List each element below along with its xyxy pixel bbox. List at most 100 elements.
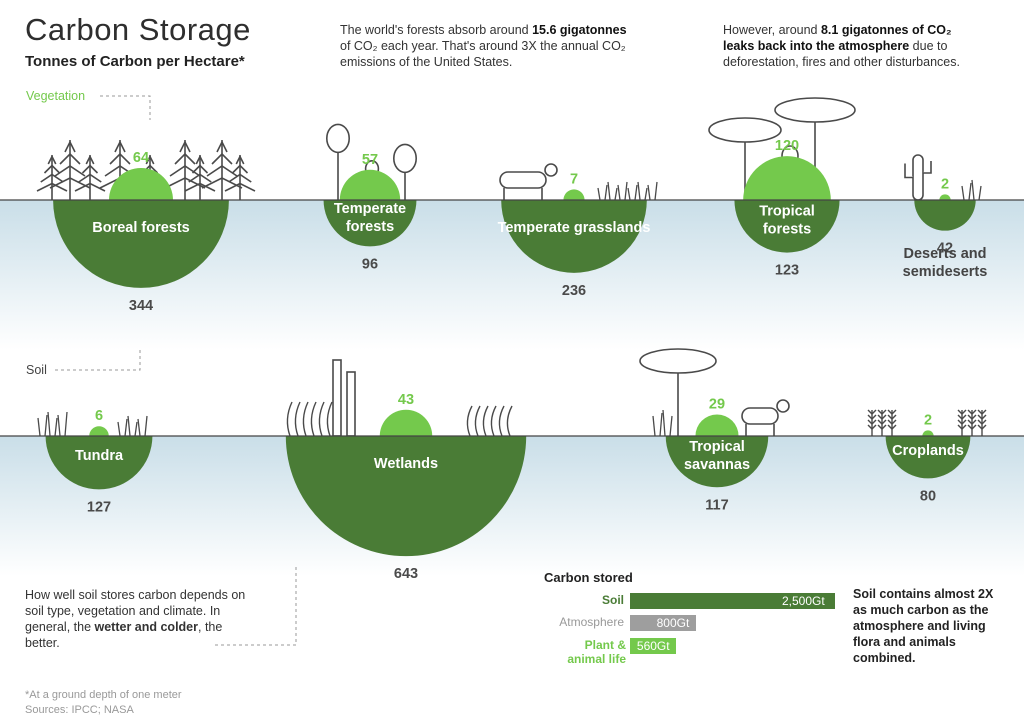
cattail-icon bbox=[332, 359, 342, 437]
temperate-forests-label: Temperate bbox=[334, 201, 406, 217]
intro-forests-absorb: The world's forests absorb around 15.6 g… bbox=[340, 22, 670, 70]
page-subtitle: Tonnes of Carbon per Hectare* bbox=[25, 53, 245, 70]
intro-right-bold1: 8.1 gigatonnes of CO₂ bbox=[820, 23, 952, 37]
pine-tree-icon bbox=[224, 154, 256, 200]
legend-vegetation-leader bbox=[100, 95, 151, 120]
carbon-stored-plant-animal-life-bar bbox=[630, 638, 676, 654]
temperate-forests-label: forests bbox=[346, 219, 394, 235]
pine-tree-icon bbox=[36, 154, 68, 200]
tropical-forests-label: Tropical bbox=[759, 204, 815, 220]
deserts-and-semideserts-vegetation-mark bbox=[939, 194, 951, 200]
pine-tree-icon bbox=[201, 140, 243, 200]
tropical-forests-soil-value: 123 bbox=[775, 263, 799, 279]
deserts-and-semideserts-vegetation-value: 2 bbox=[941, 176, 949, 192]
wheat-icon bbox=[957, 409, 967, 436]
intro-left-line2: of CO₂ each year. That's around 3X the a… bbox=[340, 39, 626, 53]
tropical-savannas-soil-value: 117 bbox=[705, 497, 728, 513]
intro-right-post: due to bbox=[909, 39, 948, 53]
tropical-forests-vegetation-value: 120 bbox=[775, 138, 799, 154]
legend-soil-leader bbox=[55, 350, 141, 371]
tropical-forests-soil-mark bbox=[734, 200, 840, 253]
tundra-vegetation-mark bbox=[89, 426, 109, 436]
wetlands-vegetation-value: 43 bbox=[398, 392, 414, 408]
grass-icon bbox=[961, 179, 982, 201]
temperate-grasslands-soil-value: 236 bbox=[562, 283, 586, 299]
wetlands-label: Wetlands bbox=[374, 456, 438, 472]
carbon-stored-soil-bar bbox=[630, 593, 835, 609]
wetlands-soil-value: 643 bbox=[394, 566, 418, 582]
carbon-stored-title: Carbon stored bbox=[544, 570, 633, 585]
temperate-grasslands-vegetation-mark bbox=[563, 189, 585, 200]
temperate-forests-vegetation-value: 57 bbox=[362, 152, 378, 168]
carbon-stored-atmosphere-value: 800Gt bbox=[656, 616, 690, 630]
tundra-soil-mark bbox=[45, 436, 153, 490]
carbon-stored-atmosphere-bar bbox=[630, 615, 696, 631]
tropical-forests-label: forests bbox=[763, 222, 811, 238]
soil-note: How well soil stores carbon depends on s… bbox=[25, 587, 255, 651]
croplands-label: Croplands bbox=[892, 443, 964, 459]
croplands-vegetation-value: 2 bbox=[924, 412, 932, 428]
wheat-icon bbox=[967, 409, 977, 436]
cattail-icon bbox=[346, 371, 356, 437]
intro-right-line3: deforestation, fires and other disturban… bbox=[723, 55, 960, 69]
intro-left-pre: The world's forests absorb around bbox=[340, 23, 533, 37]
temperate-forests-soil-mark bbox=[323, 200, 417, 247]
temperate-grasslands-vegetation-value: 7 bbox=[570, 171, 578, 187]
temperate-grasslands-soil-mark bbox=[501, 200, 647, 273]
tropical-savannas-vegetation-mark bbox=[695, 414, 739, 436]
reed-icon bbox=[466, 405, 513, 437]
temperate-forests-vegetation-mark bbox=[339, 169, 401, 200]
wheat-icon bbox=[977, 409, 987, 436]
carbon-stored-note: Soil contains almost 2X as much carbon a… bbox=[853, 587, 994, 665]
acacia-tree-icon bbox=[774, 97, 856, 200]
tropical-forests-vegetation-mark bbox=[743, 156, 831, 200]
boreal-forests-vegetation-mark bbox=[109, 168, 173, 200]
temperate-grasslands-label: Temperate grasslands bbox=[498, 220, 651, 236]
wheat-icon bbox=[867, 409, 877, 436]
wetlands-soil-mark bbox=[285, 436, 527, 557]
wheat-icon bbox=[877, 409, 887, 436]
reed-icon bbox=[286, 401, 333, 437]
antelope-icon bbox=[741, 399, 790, 436]
grass-icon bbox=[597, 181, 658, 201]
deserts-and-semideserts-soil-mark bbox=[914, 200, 976, 231]
deserts-and-semideserts-label: semideserts bbox=[903, 264, 988, 280]
pine-tree-icon bbox=[184, 154, 216, 200]
croplands-soil-mark bbox=[885, 436, 971, 479]
boreal-forests-soil-mark bbox=[53, 200, 229, 288]
pine-tree-icon bbox=[74, 154, 106, 200]
croplands-soil-value: 80 bbox=[920, 488, 936, 504]
boreal-forests-vegetation-value: 64 bbox=[133, 150, 149, 166]
intro-right-bold2: leaks back into the atmosphere bbox=[723, 39, 910, 53]
footnote: *At a ground depth of one meter Sources:… bbox=[25, 688, 182, 718]
sources: Sources: IPCC; NASA bbox=[25, 704, 134, 716]
soil-note-text: How well soil stores carbon depends on s… bbox=[25, 588, 246, 634]
grass-icon bbox=[37, 411, 68, 437]
tropical-savannas-label: savannas bbox=[684, 457, 750, 473]
intro-left-bold: 15.6 gigatonnes bbox=[532, 23, 627, 37]
carbon-stored-plant-animal-life-label: Plant & animal life bbox=[567, 638, 626, 666]
soil-note-post: , the better. bbox=[25, 620, 223, 650]
carbon-stored-soil-label: Soil bbox=[601, 593, 624, 607]
carbon-stored-atmosphere-label: Atmosphere bbox=[559, 615, 624, 629]
wheat-icon bbox=[887, 409, 897, 436]
legend-vegetation: Vegetation bbox=[26, 89, 85, 103]
pine-tree-icon bbox=[49, 140, 91, 200]
intro-co2-leak: However, around 8.1 gigatonnes of CO₂ le… bbox=[723, 22, 1003, 70]
deciduous-tree-icon bbox=[325, 123, 350, 200]
tropical-savannas-label: Tropical bbox=[689, 439, 745, 455]
croplands-vegetation-mark bbox=[922, 430, 934, 436]
wetlands-vegetation-mark bbox=[379, 409, 433, 436]
acacia-tree-icon bbox=[639, 348, 717, 436]
deciduous-tree-icon bbox=[392, 143, 417, 200]
intro-right-pre: However, around bbox=[723, 23, 821, 37]
tundra-vegetation-value: 6 bbox=[95, 408, 103, 424]
soil-note-leader bbox=[215, 565, 297, 646]
pine-tree-icon bbox=[164, 140, 206, 200]
tundra-soil-value: 127 bbox=[87, 499, 111, 515]
deserts-and-semideserts-soil-value: 42 bbox=[937, 241, 953, 257]
cactus-icon bbox=[904, 154, 932, 201]
